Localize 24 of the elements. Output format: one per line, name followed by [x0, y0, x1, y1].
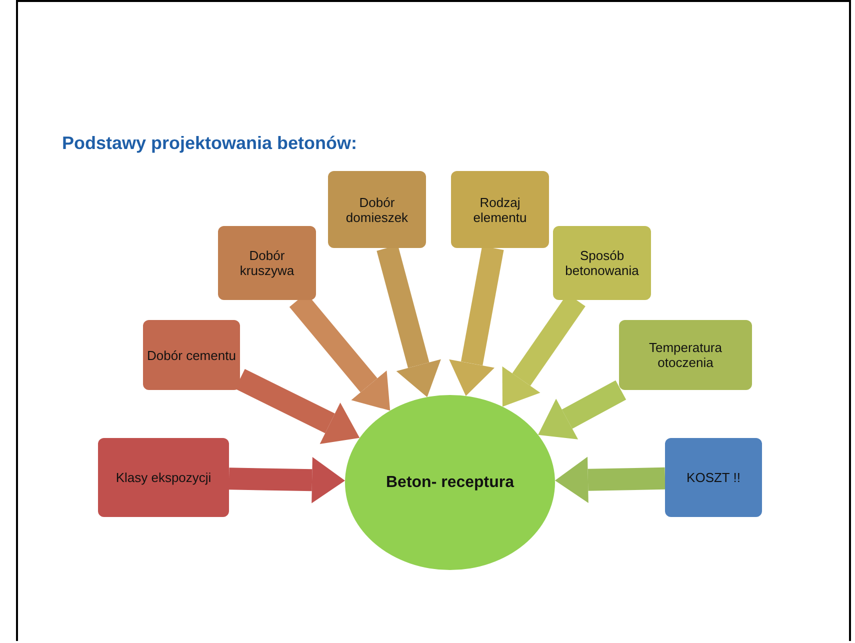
factor-box [553, 226, 651, 300]
node-label: Temperatura otoczenia [648, 340, 723, 370]
factor-box [665, 438, 762, 517]
arrow [228, 457, 346, 504]
node-label: Beton- receptura [386, 474, 514, 492]
factor-box [328, 171, 426, 248]
factor-box [98, 438, 229, 517]
node-label: Rodzaj elementu [472, 194, 528, 224]
node-label: KOSZT !! [686, 470, 740, 485]
factor-box [619, 320, 752, 390]
node-label: Dobór domieszek [344, 194, 410, 224]
slide-title: Podstawy projektowania betonów: [62, 133, 358, 154]
factor-box [143, 320, 240, 390]
arrow [449, 246, 504, 396]
factor-box [218, 226, 316, 300]
arrow [235, 369, 360, 444]
arrow [376, 245, 441, 398]
node-label: Klasy ekspozycji [116, 470, 212, 485]
factor-box [451, 171, 549, 248]
arrow [538, 380, 626, 440]
node-label: Dobór kruszywa [238, 248, 296, 278]
arrow [554, 456, 666, 503]
node-label: Dobór cementu [147, 348, 236, 362]
node-label: Sposób betonowania [564, 248, 640, 278]
